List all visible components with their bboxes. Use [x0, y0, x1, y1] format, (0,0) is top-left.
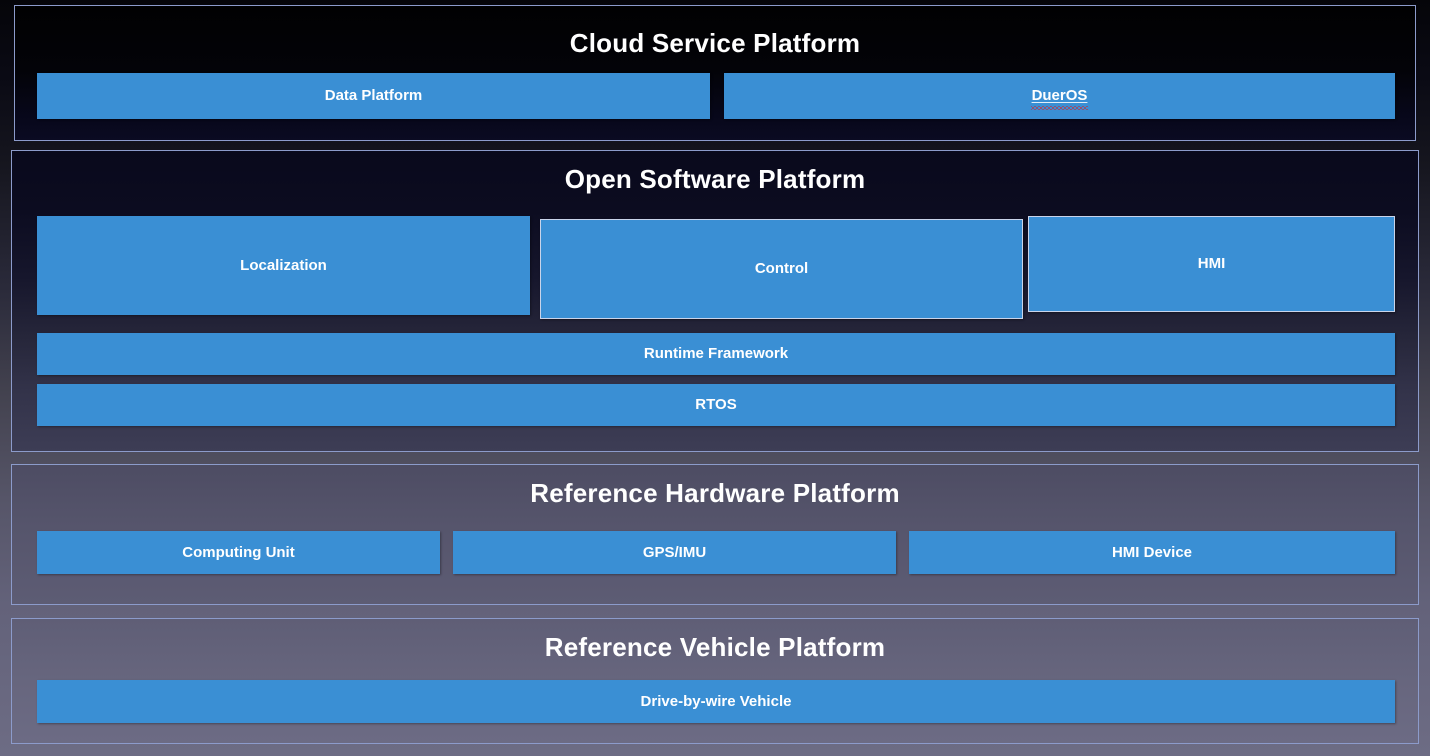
layer-title-open-software-platform: Open Software Platform: [564, 164, 866, 194]
layer-title-reference-hardware-platform: Reference Hardware Platform: [530, 478, 900, 508]
software-module-row: Localization Control HMI: [37, 216, 1395, 319]
block-dueros-label: DuerOS: [1030, 87, 1089, 110]
block-gps-imu[interactable]: GPS/IMU: [453, 531, 896, 574]
block-data-platform[interactable]: Data Platform: [37, 73, 710, 119]
block-drive-by-wire-vehicle[interactable]: Drive-by-wire Vehicle: [37, 680, 1395, 723]
block-hmi[interactable]: HMI: [1028, 216, 1395, 312]
block-hmi-device[interactable]: HMI Device: [909, 531, 1395, 574]
layer-title-reference-vehicle-platform: Reference Vehicle Platform: [544, 632, 886, 662]
block-localization[interactable]: Localization: [37, 216, 530, 315]
hardware-block-row: Computing Unit GPS/IMU HMI Device: [37, 531, 1395, 574]
layer-open-software-platform: Open Software Platform Localization Cont…: [11, 150, 1419, 452]
block-runtime-framework[interactable]: Runtime Framework: [37, 333, 1395, 375]
block-control[interactable]: Control: [540, 219, 1023, 319]
layer-cloud-service-platform: Cloud Service Platform Data Platform Due…: [14, 5, 1416, 141]
block-rtos[interactable]: RTOS: [37, 384, 1395, 426]
block-dueros[interactable]: DuerOS: [724, 73, 1395, 119]
layer-reference-vehicle-platform: Reference Vehicle Platform Drive-by-wire…: [11, 618, 1419, 744]
block-computing-unit[interactable]: Computing Unit: [37, 531, 440, 574]
layer-reference-hardware-platform: Reference Hardware Platform Computing Un…: [11, 464, 1419, 605]
cloud-block-row: Data Platform DuerOS: [37, 73, 1395, 119]
vehicle-block-row: Drive-by-wire Vehicle: [37, 680, 1395, 723]
layer-title-cloud-service-platform: Cloud Service Platform: [569, 28, 861, 58]
